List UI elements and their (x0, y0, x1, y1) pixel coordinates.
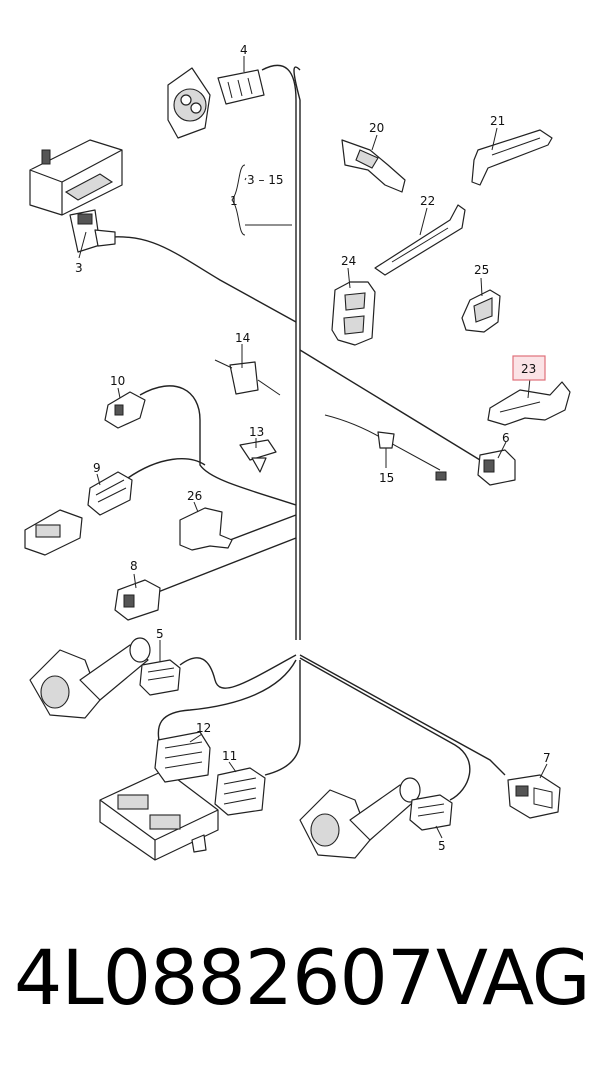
callout-10: 10 (110, 374, 125, 388)
part-11-connector (214, 767, 266, 816)
callout-24: 24 (341, 254, 356, 268)
callout-23: 23 (521, 362, 536, 376)
part-15-cable-tie (324, 414, 447, 481)
part-26-bracket (179, 507, 233, 551)
callout-21: 21 (490, 114, 505, 128)
part-14-clip (214, 359, 281, 396)
callout-20: 20 (369, 121, 384, 135)
seat-control-unit (29, 139, 123, 216)
part-4-seat-switch (167, 67, 265, 139)
callout-5-right: 5 (438, 839, 446, 853)
callout-25: 25 (474, 263, 489, 277)
part-5-connector-right (409, 794, 453, 831)
callout-labels: 4 1 3 – 15 3 20 21 22 24 25 23 6 14 15 1… (75, 43, 551, 853)
part-6-connector (477, 449, 516, 486)
callout-15: 15 (379, 471, 394, 485)
part-13-clip (239, 439, 277, 473)
harness-wires (99, 64, 506, 801)
part-20-clip (341, 139, 406, 193)
seat-switch-block (24, 509, 83, 556)
wiring-harness-diagram: 4 1 3 – 15 3 20 21 22 24 25 23 6 14 15 1… (24, 43, 571, 861)
part-24-clip (331, 281, 376, 346)
part-9-connector (87, 471, 133, 516)
seat-motor-left (29, 637, 151, 719)
part-22-strip (374, 204, 466, 276)
callout-14: 14 (235, 331, 250, 345)
callout-6: 6 (502, 431, 510, 445)
part-3-connector (69, 209, 116, 253)
callout-26: 26 (187, 489, 202, 503)
part-21-bracket (471, 129, 553, 186)
part-10-connector (104, 391, 146, 429)
part-number: 4L0882607 (14, 933, 435, 1022)
group-bracket (231, 164, 292, 236)
callout-22: 22 (420, 194, 435, 208)
part-12-connector (154, 731, 211, 783)
footer: 4L0882607 VAG (0, 930, 600, 1040)
callout-12: 12 (196, 721, 211, 735)
leader-lines (78, 56, 548, 839)
part-8-connector (114, 579, 161, 621)
part-5-connector-left (139, 659, 181, 696)
part-25-clip (461, 289, 501, 333)
seat-motor-right (299, 777, 421, 859)
callout-11: 11 (222, 749, 237, 763)
control-module (99, 769, 219, 861)
callout-7: 7 (543, 751, 551, 765)
callout-1-range: 3 – 15 (247, 173, 284, 187)
callout-1: 1 (230, 194, 238, 208)
callout-9: 9 (93, 461, 101, 475)
callout-4: 4 (240, 43, 248, 57)
highlight-box-23 (512, 355, 546, 381)
brand-label: VAG (436, 933, 591, 1022)
callout-3: 3 (75, 261, 83, 275)
callout-13: 13 (249, 425, 264, 439)
part-23-bracket (487, 381, 571, 426)
callout-8: 8 (130, 559, 138, 573)
part-7-connector (507, 774, 561, 819)
callout-5-left: 5 (156, 627, 164, 641)
